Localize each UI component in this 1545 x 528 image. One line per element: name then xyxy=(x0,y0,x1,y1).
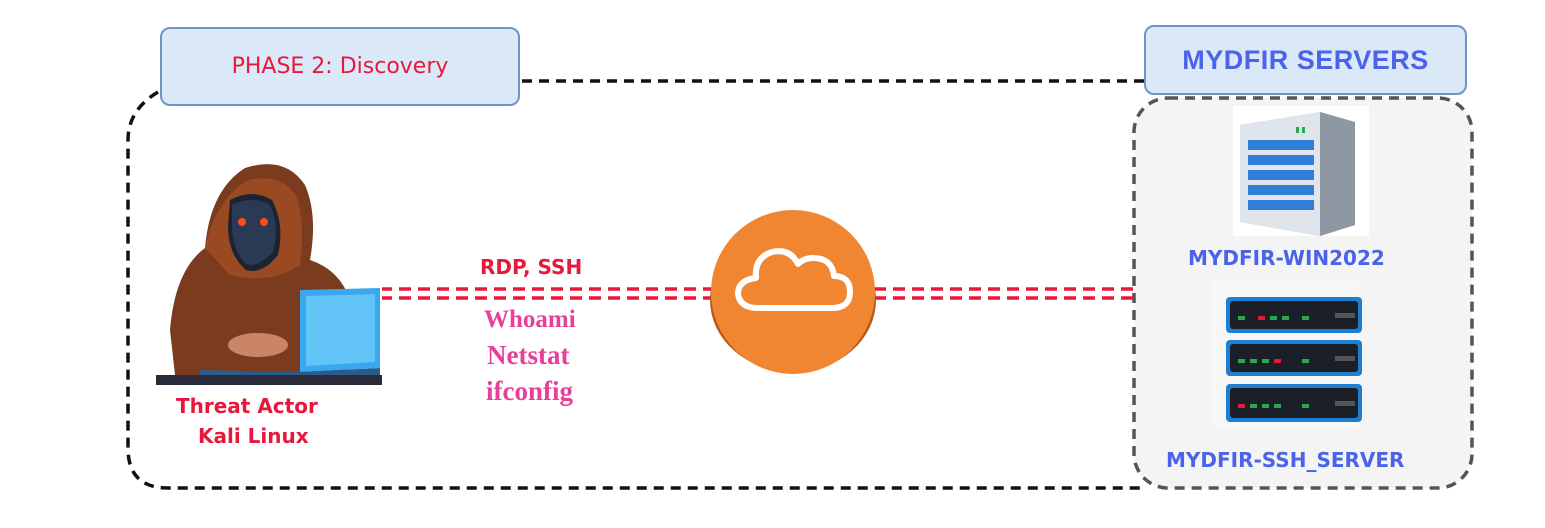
server-label-ssh: MYDFIR-SSH_SERVER xyxy=(1166,448,1405,472)
hooded-hacker-icon xyxy=(156,160,382,385)
servers-title: MYDFIR SERVERS xyxy=(1182,44,1429,75)
tower-server-icon xyxy=(1233,106,1369,236)
attacker-label-line1: Threat Actor xyxy=(176,394,318,418)
connection-lines xyxy=(380,287,1140,300)
command-ifconfig: ifconfig xyxy=(486,376,573,406)
cloud-icon xyxy=(710,210,876,374)
attacker-label-line2: Kali Linux xyxy=(198,424,309,448)
command-whoami: Whoami xyxy=(484,306,576,333)
command-netstat: Netstat xyxy=(487,340,570,370)
phase-title-box: PHASE 2: Discovery xyxy=(160,27,520,106)
server-label-win2022: MYDFIR-WIN2022 xyxy=(1188,246,1385,270)
phase-title: PHASE 2: Discovery xyxy=(231,54,449,79)
protocol-label: RDP, SSH xyxy=(480,255,583,279)
rack-server-icon xyxy=(1212,280,1362,428)
servers-title-box: MYDFIR SERVERS xyxy=(1144,25,1467,95)
phase-boundary xyxy=(126,90,1140,490)
